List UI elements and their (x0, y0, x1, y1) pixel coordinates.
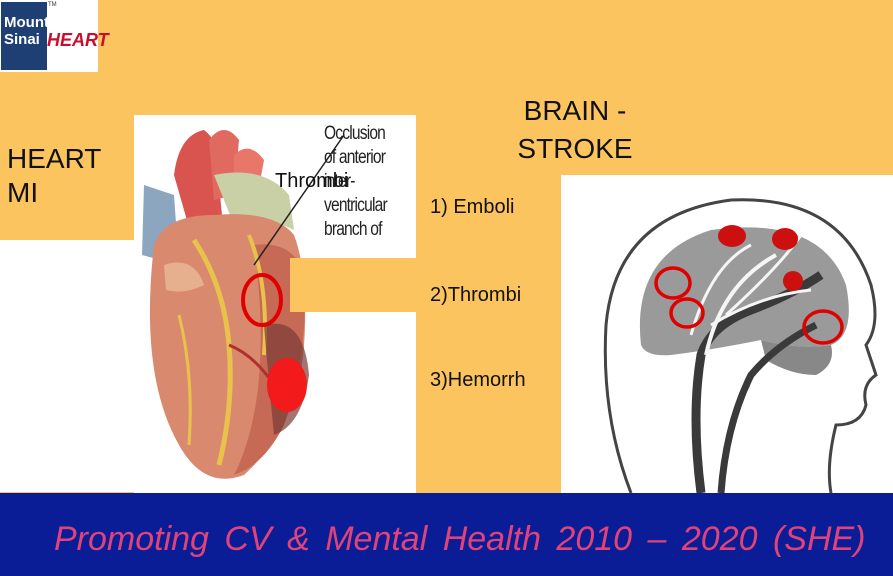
vertebral-artery (717, 321, 818, 493)
emboli-marker (718, 225, 746, 247)
coronary-vessel-2 (247, 234, 267, 356)
trademark: TM (48, 2, 57, 8)
list-item: 3)Hemorrh (430, 369, 526, 391)
heart-drawing (142, 130, 345, 479)
thrombi-ring-marker (654, 266, 692, 300)
thrombi-ring-marker (669, 297, 705, 329)
cerebral-vessel-2 (689, 243, 752, 336)
logo-brand: HEART (47, 30, 109, 50)
brain-title-line1: BRAIN - (523, 95, 627, 126)
annotation-line: inter- (324, 171, 355, 192)
brain-illustration (561, 175, 893, 493)
list-item: 2)Thrombi (430, 284, 522, 306)
list-item: 1) Emboli (430, 196, 515, 218)
annotation-line: branch of (324, 219, 382, 240)
footer-title: Promoting CV & Mental Health 2010 – 2020… (54, 520, 866, 558)
infarct-dot-marker (267, 358, 307, 412)
brain-shape (639, 227, 849, 356)
logo-line-1: Mount (4, 14, 49, 31)
brain-stroke-title: BRAIN - STROKE (490, 92, 660, 168)
head-outline (603, 198, 878, 493)
hemorrhage-ring-marker (802, 309, 844, 345)
thrombi-label: Thrombi (275, 170, 349, 192)
heart-label-line1: HEART (7, 143, 102, 174)
white-strip (0, 240, 134, 492)
coronary-vessel-3 (177, 314, 192, 446)
annotation-line: ventricular (324, 195, 388, 216)
brain-title-line2: STROKE (517, 133, 633, 164)
logo-line-2: Sinai (4, 31, 40, 48)
footer-banner: Promoting CV & Mental Health 2010 – 2020… (0, 493, 893, 576)
cerebral-vessel-3 (710, 288, 812, 327)
occlusion-annotation: Occlusion of anterior inter- ventricular… (324, 122, 388, 242)
mount-sinai-heart-logo: Mount Sinai TM HEART (0, 0, 109, 72)
annotation-pointer (253, 134, 345, 266)
annotation-line: of anterior (324, 147, 386, 168)
emboli-marker (772, 228, 798, 250)
heart-label-line2: MI (7, 177, 39, 208)
annotation-line: Occlusion (324, 123, 386, 144)
occlusion-ring-marker (241, 273, 283, 327)
cerebral-vessel (704, 253, 777, 356)
heart-mi-label: HEART MI (0, 132, 134, 240)
brain-drawing (603, 198, 878, 493)
stroke-causes-panel (416, 180, 561, 450)
emboli-marker (783, 271, 803, 291)
logo-left-block: Mount Sinai (1, 2, 49, 70)
yellow-cover-block (290, 258, 416, 312)
atrium (164, 262, 204, 292)
